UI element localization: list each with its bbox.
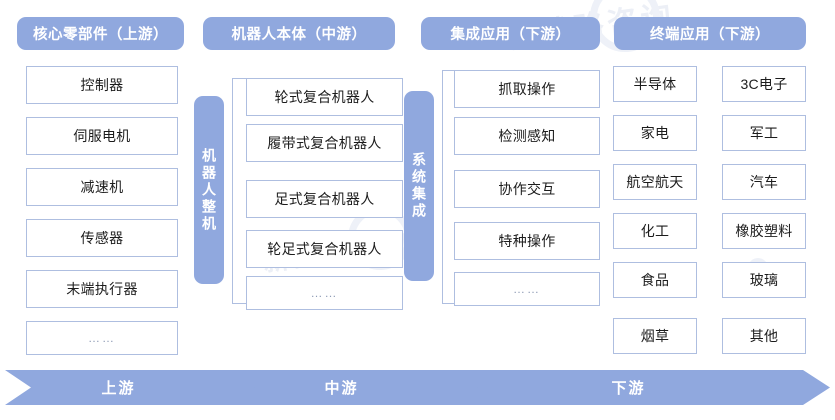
column-header-integrated-application: 集成应用（下游） [421,17,600,50]
flow-segment-downstream-label: 下游 [611,380,646,397]
item-box-reducer[interactable]: 减速机 [26,168,178,206]
flow-segment-upstream[interactable]: 上游 [5,370,260,405]
item-box-legged-composite-robot[interactable]: 足式复合机器人 [246,180,403,218]
item-box-grasping-operation[interactable]: 抓取操作 [454,70,600,108]
item-box-tracked-composite-robot[interactable]: 履带式复合机器人 [246,124,403,162]
item-box-other[interactable]: 其他 [722,318,806,354]
flow-segment-downstream[interactable]: 下游 [451,370,830,405]
item-box-wheeled-composite-robot[interactable]: 轮式复合机器人 [246,78,403,116]
item-box-tobacco[interactable]: 烟草 [613,318,697,354]
column-header-core-parts: 核心零部件（上游） [17,17,184,50]
flow-segment-upstream-label: 上游 [101,380,136,397]
item-box-sensor[interactable]: 传感器 [26,219,178,257]
flow-segment-midstream[interactable]: 中游 [228,370,483,405]
item-box-military[interactable]: 军工 [722,115,806,151]
item-box-semiconductor[interactable]: 半导体 [613,66,697,102]
item-box-rubber-plastic[interactable]: 橡胶塑料 [722,213,806,249]
item-box-home-appliance[interactable]: 家电 [613,115,697,151]
vertical-label-whole-robot: 机器人整机 [194,96,224,284]
item-box-controller[interactable]: 控制器 [26,66,178,104]
item-box-detection-perception[interactable]: 检测感知 [454,117,600,155]
item-box-aerospace[interactable]: 航空航天 [613,164,697,200]
item-box-collaborative-interaction[interactable]: 协作交互 [454,170,600,208]
item-box-servo-motor[interactable]: 伺服电机 [26,117,178,155]
item-box-food[interactable]: 食品 [613,262,697,298]
item-box-robot-body-more[interactable]: …… [246,276,403,310]
item-box-end-effector[interactable]: 末端执行器 [26,270,178,308]
item-box-3c-electronics[interactable]: 3C电子 [722,66,806,102]
item-box-core-parts-more[interactable]: …… [26,321,178,355]
item-box-glass[interactable]: 玻璃 [722,262,806,298]
item-box-integrated-application-more[interactable]: …… [454,272,600,306]
column-header-terminal-application: 终端应用（下游） [614,17,806,50]
item-box-wheel-legged-composite-robot[interactable]: 轮足式复合机器人 [246,230,403,268]
vertical-label-system-integration: 系统集成 [404,91,434,281]
item-box-special-operation[interactable]: 特种操作 [454,222,600,260]
flow-segment-midstream-label: 中游 [324,380,359,397]
bracket-integrated-application [442,70,454,304]
vertical-label-whole-robot-text: 机器人整机 [201,147,217,233]
item-box-chemical[interactable]: 化工 [613,213,697,249]
bracket-robot-body [232,78,246,304]
vertical-label-system-integration-text: 系统集成 [411,152,427,220]
item-box-automotive[interactable]: 汽车 [722,164,806,200]
column-header-robot-body: 机器人本体（中游） [203,17,395,50]
